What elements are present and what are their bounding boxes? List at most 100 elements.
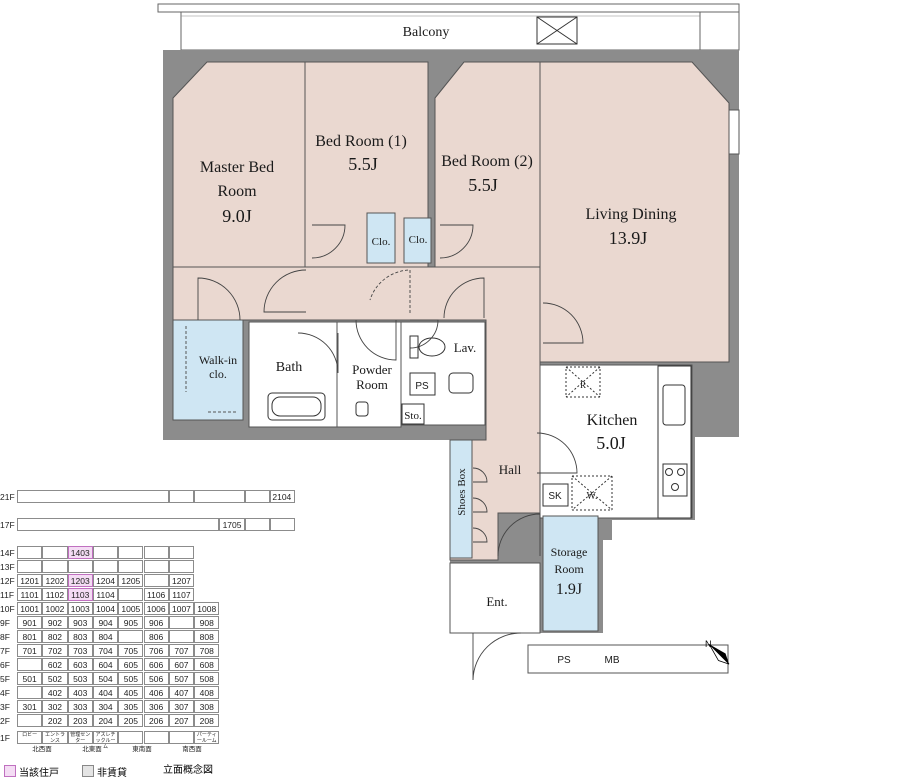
unit-cell: 1203 [67,574,93,587]
unit-cell: 1006 [143,602,169,615]
unit-cell: 1104 [92,588,119,601]
floor-label: 21F [0,492,15,502]
facade-label: 北西面 [32,746,52,753]
powder-room-label-2: Room [356,377,388,392]
walkin-label: Walk-in [199,353,237,367]
unit-cell: 1202 [42,574,68,587]
master-bedroom-size: 9.0J [222,206,252,226]
unit-cell: 1003 [67,602,93,615]
legend-swatch-not-rented [82,765,94,777]
legend-current-label: 当該住戸 [19,768,59,779]
unit-cell: 705 [118,644,144,657]
unit-cell: 1204 [92,574,119,587]
walkin-label-2: clo. [209,367,227,381]
unit-cell: 808 [194,630,220,643]
unit-cell: 901 [17,616,43,629]
north-label: N [705,639,712,649]
sink-icon [448,372,474,394]
unit-cell-empty [17,686,43,699]
unit-cell: 804 [92,630,119,643]
mb-label: MB [605,655,620,666]
unit-cell: 704 [92,644,119,657]
unit-cell: 803 [67,630,93,643]
unit-cell-empty [118,588,144,601]
unit-cell: 1201 [17,574,43,587]
unit-cell: 501 [17,672,43,685]
unit-cell-empty [244,490,270,503]
unit-cell-empty [168,546,195,559]
kitchen-label: Kitchen [587,412,638,429]
storage-room-label: Storage [551,545,588,559]
closet-1-label: Clo. [372,236,391,248]
legend-not-rented-label: 非賃貸 [97,768,127,779]
ps-box-1 [409,372,436,396]
master-bedroom-label-2: Room [217,183,257,200]
unit-cell-empty [143,546,169,559]
unit-cell: 505 [118,672,144,685]
unit-cell: 503 [67,672,93,685]
unit-cell: 703 [67,644,93,657]
ground-floor-cell [118,731,144,744]
balcony [157,3,740,51]
unit-cell-empty [42,560,68,573]
unit-cell: 1001 [17,602,43,615]
unit-cell: 507 [168,672,195,685]
refrigerator-label: R [580,380,586,390]
unit-cell-empty [92,560,119,573]
ps-label-1: PS [415,381,429,392]
entrance-area [449,562,541,634]
floor-label: 4F [0,688,10,698]
unit-cell-empty [67,560,93,573]
toilet-icon [409,335,446,359]
ground-floor-cell: ロビー [17,731,43,744]
unit-cell: 1106 [143,588,169,601]
storage-room-size: 1.9J [556,581,582,598]
unit-cell: 406 [143,686,169,699]
unit-cell: 206 [143,714,169,727]
balcony-hatch-icon [536,16,578,45]
kitchen-size: 5.0J [596,433,626,453]
unit-cell-empty [17,518,220,531]
north-arrow-icon [708,643,730,665]
sto-label: Sto. [404,410,422,422]
unit-cell: 306 [143,700,169,713]
unit-cell: 806 [143,630,169,643]
floor-label: 7F [0,646,10,656]
sk-label: SK [548,491,562,502]
unit-cell-empty [17,546,43,559]
unit-cell-empty [118,630,144,643]
unit-cell: 402 [42,686,68,699]
unit-cell: 707 [168,644,195,657]
unit-cell: 308 [194,700,220,713]
storage-room [542,515,599,632]
unit-cell-empty [17,560,43,573]
unit-cell: 203 [67,714,93,727]
unit-cell: 708 [194,644,220,657]
ground-floor-cell: アスレチックルーム [92,731,119,750]
unit-cell-empty [168,630,195,643]
floor-label: 17F [0,520,15,530]
living-dining-label: Living Dining [585,206,676,223]
floor-label: 10F [0,604,15,614]
washer-label: W. [586,491,597,502]
closet-1 [366,212,396,264]
unit-cell: 1005 [118,602,144,615]
floor-label: 11F [0,590,15,600]
unit-cell: 802 [42,630,68,643]
unit-cell: 303 [67,700,93,713]
unit-cell: 608 [194,658,220,671]
floor-label: 9F [0,618,10,628]
unit-cell: 903 [67,616,93,629]
unit-cell: 302 [42,700,68,713]
powder-room-label: Powder [352,362,392,377]
unit-cell: 207 [168,714,195,727]
unit-cell-empty [168,616,195,629]
unit-cell-empty [168,560,195,573]
bedroom-2-label: Bed Room (2) [441,153,533,170]
